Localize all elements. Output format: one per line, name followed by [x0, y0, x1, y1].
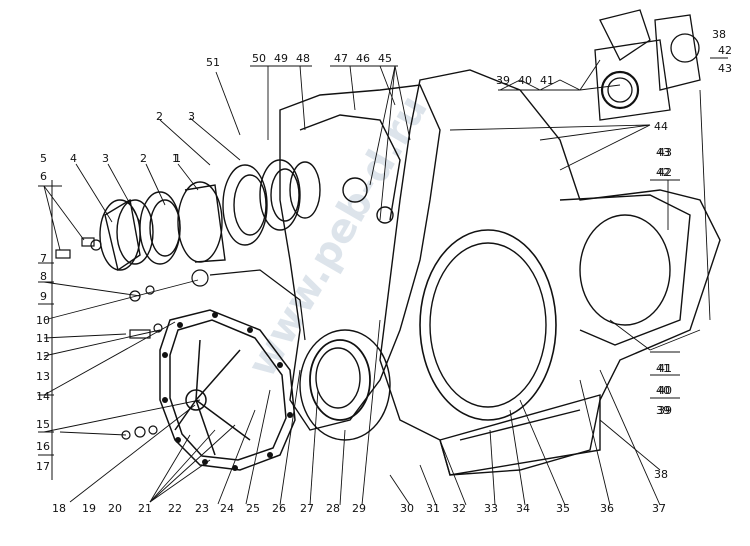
- callout-40-right: 40: [658, 384, 672, 397]
- callout-36: 36: [600, 502, 614, 515]
- callout-41-right: 41: [658, 362, 672, 375]
- callout-15: 15: [36, 418, 50, 431]
- callout-3-mid: 3: [188, 110, 195, 123]
- callout-10: 10: [36, 314, 50, 327]
- callout-2: 2: [140, 152, 147, 165]
- callout-42-top: 42: [718, 44, 732, 57]
- callout-18: 18: [52, 502, 66, 515]
- fasteners-left: [55, 237, 209, 440]
- callout-39-right: 39: [658, 404, 672, 417]
- top-right-parts: [594, 9, 701, 121]
- callout-17: 17: [36, 460, 50, 473]
- callout-48: 48: [296, 52, 310, 65]
- callout-23: 23: [195, 502, 209, 515]
- callout-30: 30: [400, 502, 414, 515]
- callout-38: 38: [654, 468, 668, 481]
- callout-2-mid: 2: [156, 110, 163, 123]
- callout-41-top: 41: [540, 74, 554, 87]
- callout-26: 26: [272, 502, 286, 515]
- callout-39-top: 39: [496, 74, 510, 87]
- callout-7: 7: [40, 252, 47, 265]
- callout-6: 6: [40, 170, 47, 183]
- callout-50: 50: [252, 52, 266, 65]
- callout-42-right: 42: [658, 166, 672, 179]
- callout-34: 34: [516, 502, 530, 515]
- callout-35: 35: [556, 502, 570, 515]
- callout-27: 27: [300, 502, 314, 515]
- callout-51: 51: [206, 56, 220, 69]
- callout-11: 11: [36, 332, 50, 345]
- middle-housing: [279, 84, 441, 441]
- callout-21: 21: [138, 502, 152, 515]
- callout-40-top: 40: [518, 74, 532, 87]
- callout-28: 28: [326, 502, 340, 515]
- main-housing: [379, 69, 721, 476]
- callout-8: 8: [40, 270, 47, 283]
- callout-43: 43: [656, 146, 670, 159]
- callout-43-top: 43: [718, 62, 732, 75]
- callout-33: 33: [484, 502, 498, 515]
- callout-22: 22: [168, 502, 182, 515]
- callout-44: 44: [654, 120, 668, 133]
- callout-39: 39: [656, 404, 670, 417]
- callout-rules: [38, 57, 728, 480]
- callout-9: 9: [40, 290, 47, 303]
- callout-19: 19: [82, 502, 96, 515]
- callout-1: 1: [172, 152, 179, 165]
- callout-32: 32: [452, 502, 466, 515]
- callout-25: 25: [246, 502, 260, 515]
- callout-41: 41: [656, 362, 670, 375]
- callout-24: 24: [220, 502, 234, 515]
- callout-38-top: 38: [712, 28, 726, 41]
- callout-37: 37: [652, 502, 666, 515]
- callout-43-right: 43: [658, 146, 672, 159]
- left-cover-bolts: [162, 312, 293, 471]
- callout-47: 47: [334, 52, 348, 65]
- callout-20: 20: [108, 502, 122, 515]
- callout-14: 14: [36, 390, 50, 403]
- callout-5: 5: [40, 152, 47, 165]
- leader-lines: [43, 59, 711, 506]
- callout-31: 31: [426, 502, 440, 515]
- callout-labels: 1 2 3 4 5 6 7 8 9 10 11 12 13 14 15 16 1…: [36, 28, 732, 515]
- callout-42: 42: [656, 166, 670, 179]
- callout-3: 3: [102, 152, 109, 165]
- callout-46: 46: [356, 52, 370, 65]
- callout-12: 12: [36, 350, 50, 363]
- callout-16: 16: [36, 440, 50, 453]
- callout-29: 29: [352, 502, 366, 515]
- left-cover: [159, 269, 306, 471]
- callout-45: 45: [378, 52, 392, 65]
- bearing-stack: [99, 159, 321, 272]
- callout-40: 40: [656, 384, 670, 397]
- callout-4: 4: [70, 152, 77, 165]
- callout-13: 13: [36, 370, 50, 383]
- callout-1-mid: 1: [174, 152, 181, 165]
- callout-49: 49: [274, 52, 288, 65]
